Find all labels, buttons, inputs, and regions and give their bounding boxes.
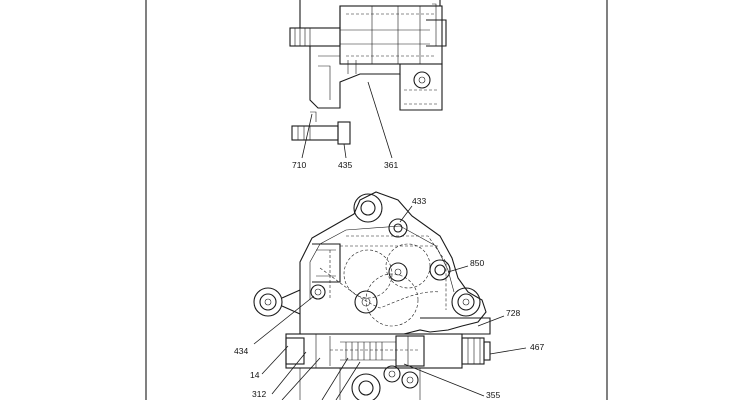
callout-434: 434: [234, 346, 248, 356]
callout-467: 467: [530, 342, 544, 352]
top-side-view: [289, 0, 447, 159]
callout-710: 710: [292, 160, 306, 170]
callout-435: 435: [338, 160, 352, 170]
callout-355: 355: [486, 390, 500, 400]
callout-728: 728: [506, 308, 520, 318]
callout-850: 850: [470, 258, 484, 268]
callout-433: 433: [412, 196, 426, 206]
bottom-front-view: [253, 191, 527, 400]
callout-361: 361: [384, 160, 398, 170]
callout-14: 14: [250, 370, 260, 380]
callout-312: 312: [252, 389, 266, 399]
